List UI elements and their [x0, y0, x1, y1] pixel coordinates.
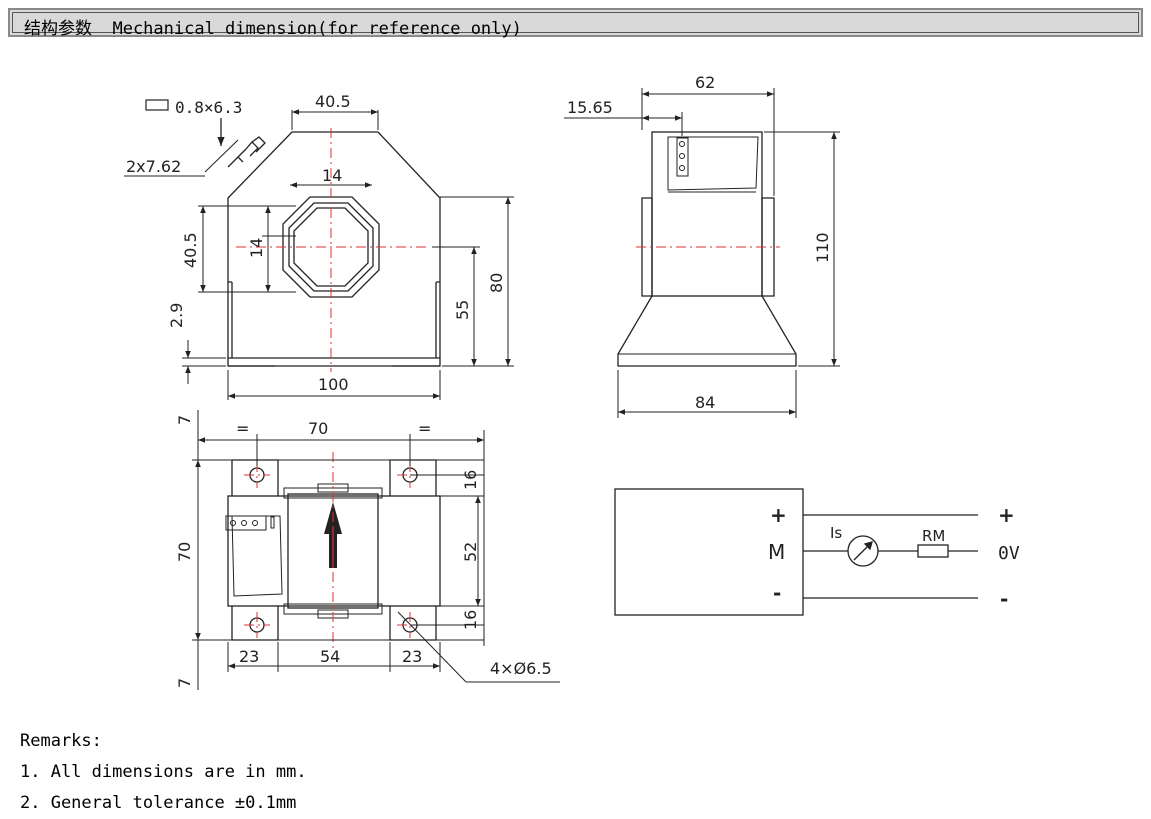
circuit-0v-label: 0V — [998, 543, 1020, 564]
front-left-foot — [227, 281, 275, 367]
pin-pitch-label: 2x7.62 — [126, 157, 181, 176]
front-center-lines — [236, 128, 430, 372]
circuit-m-left: M — [768, 540, 785, 564]
remarks-item-2: 2. General tolerance ±0.1mm — [20, 793, 297, 813]
hole-height-label: 14 — [247, 238, 266, 258]
side-height-label: 110 — [813, 232, 832, 263]
pin-offset-label: 15.65 — [567, 98, 613, 117]
holes-label: 4×Ø6.5 — [490, 659, 552, 678]
side-top-width-label: 62 — [695, 73, 715, 92]
side-dimension-lines — [564, 88, 840, 418]
octagon-inner — [288, 202, 374, 292]
remarks-item-1: 1. All dimensions are in mm. — [20, 762, 307, 782]
equal-left-label: = — [236, 419, 249, 438]
left-width-label: 23 — [239, 647, 259, 666]
hole-offset-bottom-label: 16 — [461, 610, 480, 630]
foot-thickness-label: 2.9 — [167, 303, 186, 328]
front-view — [124, 99, 441, 367]
resistor-icon — [917, 544, 949, 558]
front-pins — [227, 136, 266, 168]
pin-size-label: 0.8×6.3 — [175, 98, 242, 117]
bottom-dimension-lines — [192, 410, 560, 690]
side-view — [617, 131, 797, 367]
right-width-label: 23 — [402, 647, 422, 666]
center-height-label: 40.5 — [181, 232, 200, 268]
circuit-minus-left: - — [773, 581, 781, 605]
front-right-foot — [392, 281, 441, 367]
ammeter-icon — [847, 535, 879, 567]
front-top-width-label: 40.5 — [315, 92, 351, 111]
circuit-diagram — [614, 488, 978, 616]
circuit-rm-label: RM — [922, 527, 945, 545]
circuit-is-label: Is — [830, 524, 842, 542]
bottom-top-margin-label: 7 — [175, 415, 194, 425]
base-width-label: 100 — [318, 375, 349, 394]
remarks: Remarks: 1. All dimensions are in mm. 2. G… — [20, 726, 307, 819]
bottom-body-height-label: 70 — [175, 542, 194, 562]
circuit-plus-left: + — [770, 503, 787, 527]
octagon-outer — [282, 196, 380, 298]
hole-offset-top-label: 16 — [461, 470, 480, 490]
total-height-label: 80 — [487, 273, 506, 293]
circuit-plus-right: + — [998, 503, 1015, 527]
remarks-heading: Remarks: — [20, 731, 102, 751]
mid-width-label: 54 — [320, 647, 340, 666]
front-dimension-lines — [182, 109, 514, 400]
page-title: 结构参数 Mechanical dimension(for reference … — [24, 19, 522, 39]
hole-width-label: 14 — [322, 166, 342, 185]
equal-right-label: = — [418, 419, 431, 438]
header-bar: 结构参数 Mechanical dimension(for reference … — [8, 8, 1143, 39]
bottom-span-label: 70 — [308, 419, 328, 438]
bottom-margin-label: 7 — [175, 678, 194, 688]
side-base-width-label: 84 — [695, 393, 715, 412]
sensor-box — [614, 488, 804, 616]
center-from-base-label: 55 — [453, 300, 472, 320]
bottom-body-mid-label: 52 — [461, 542, 480, 562]
circuit-minus-right: - — [1000, 587, 1008, 611]
